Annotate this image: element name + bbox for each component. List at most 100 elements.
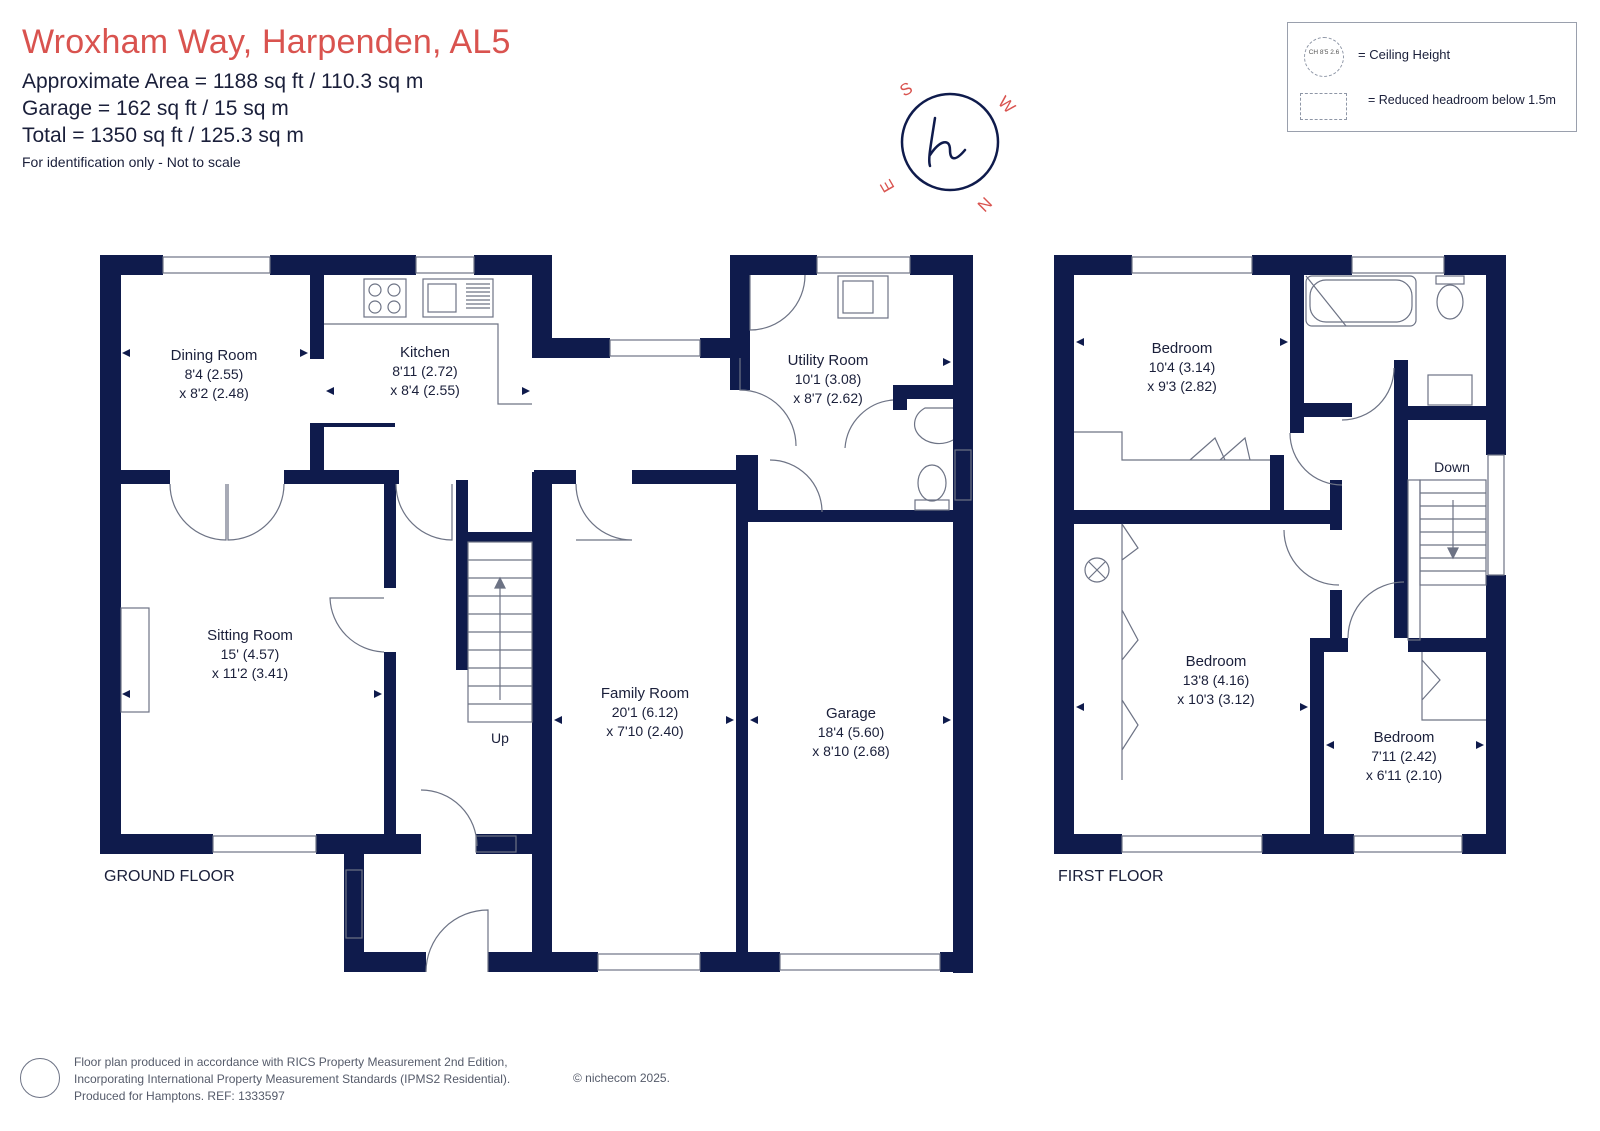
wall [310,275,324,359]
wall [284,470,399,484]
wall [1330,590,1342,650]
room-dim-2: x 9'3 (2.82) [1147,378,1217,394]
wall [344,834,364,972]
wall [456,532,533,542]
wall [310,423,395,427]
window [1353,835,1463,853]
wall [316,834,421,854]
arrow-icon [741,358,749,366]
wall [270,255,416,275]
stairs-label: Up [491,730,509,746]
worktop [324,323,532,405]
bath-icon [1305,275,1417,327]
arrow-icon [522,387,530,395]
wall [953,255,973,973]
wall [1310,638,1324,854]
window [345,869,363,939]
stairs-label: Down [1434,459,1470,475]
window [475,835,517,853]
wc-cistern [914,499,950,511]
wall [1394,406,1506,420]
room-name: Bedroom [1186,653,1247,670]
wall [100,834,213,854]
hob-ring [387,300,401,314]
wall [730,255,750,390]
wall [532,255,552,358]
room-name: Bedroom [1374,729,1435,746]
basin-icon [1427,374,1473,406]
utility-sink-icon [837,275,889,319]
window [415,256,475,274]
property-address: Wroxham Way, Harpenden, AL5 [22,23,511,61]
wall [456,542,468,670]
loft-hatch-cross [1088,561,1106,579]
wall [1486,255,1506,455]
room-dim-2: x 8'10 (2.68) [812,743,889,759]
room-dim-1: 15' (4.57) [221,646,280,662]
door-swing [769,459,823,513]
window [779,953,941,971]
door-swing [749,274,806,331]
hob-icon [363,278,407,318]
wall [736,510,973,522]
arrow-icon [326,387,334,395]
legend-box: CH 8'5 2.6 = Ceiling Height = Reduced he… [1287,22,1577,132]
window [1121,835,1263,853]
room-dim-2: x 6'11 (2.10) [1366,767,1442,783]
room-name: Bedroom [1152,340,1213,357]
room-name: Family Room [601,685,689,702]
dimension-arrows [122,338,1484,749]
first-floor-walls [1054,255,1506,854]
wall [736,455,758,515]
garage-area: Garage = 162 sq ft / 15 sq m [22,97,289,120]
room-name: Garage [826,705,876,722]
plan-header: Wroxham Way, Harpenden, AL5 Approximate … [22,22,511,173]
arrow-icon [122,349,130,357]
arrow-icon [374,690,382,698]
ground-floor-doors [169,274,894,973]
approximate-area: Approximate Area = 1188 sq ft / 110.3 sq… [22,70,424,93]
wall [736,470,748,972]
compass-letter-4: E [876,176,898,195]
wall [940,952,973,972]
ground-floor-labels: Dining Room 8'4 (2.55) x 8'2 (2.48) Kitc… [171,344,890,759]
utility-sink-bowl [842,280,874,314]
window [162,256,271,274]
arrow-icon [1076,703,1084,711]
door-swing [844,399,894,449]
wall [476,834,534,854]
room-dim-1: 13'8 (4.16) [1183,672,1250,688]
footer-line-3: Produced for Hamptons. REF: 1333597 [74,1089,285,1103]
cistern [1435,275,1465,285]
room-name: Dining Room [171,347,258,364]
drainer [466,283,490,309]
room-dim-2: x 7'10 (2.40) [606,723,683,739]
room-dim-1: 8'11 (2.72) [392,363,457,379]
wall [100,470,170,484]
arrow-icon [1300,703,1308,711]
arrow-icon [726,716,734,724]
wall [1394,360,1408,420]
hob-ring [387,283,401,297]
compass-logo-icon [927,116,967,168]
ground-floor-label: GROUND FLOOR [104,868,235,885]
hob-ring [368,283,382,297]
wardrobe [1074,431,1270,461]
reduced-headroom-icon [1300,93,1347,120]
wall [1290,403,1352,417]
wc-toilet-icon [917,464,947,502]
wall [344,952,426,972]
shower-screen [1305,275,1347,327]
sink-bowl [427,283,457,313]
wall [1462,834,1506,854]
wall [100,255,121,853]
room-dim-1: 10'4 (3.14) [1149,359,1216,375]
reduced-headroom-label: = Reduced headroom below 1.5m [1368,93,1556,107]
arrow-icon [1476,741,1484,749]
copyright: © nichecom 2025. [573,1071,670,1085]
wardrobe [1121,523,1139,780]
compass-circle [900,92,1000,192]
room-dim-2: x 8'2 (2.48) [179,385,249,401]
room-dim-2: x 11'2 (3.41) [212,665,288,681]
fireplace [120,607,150,713]
